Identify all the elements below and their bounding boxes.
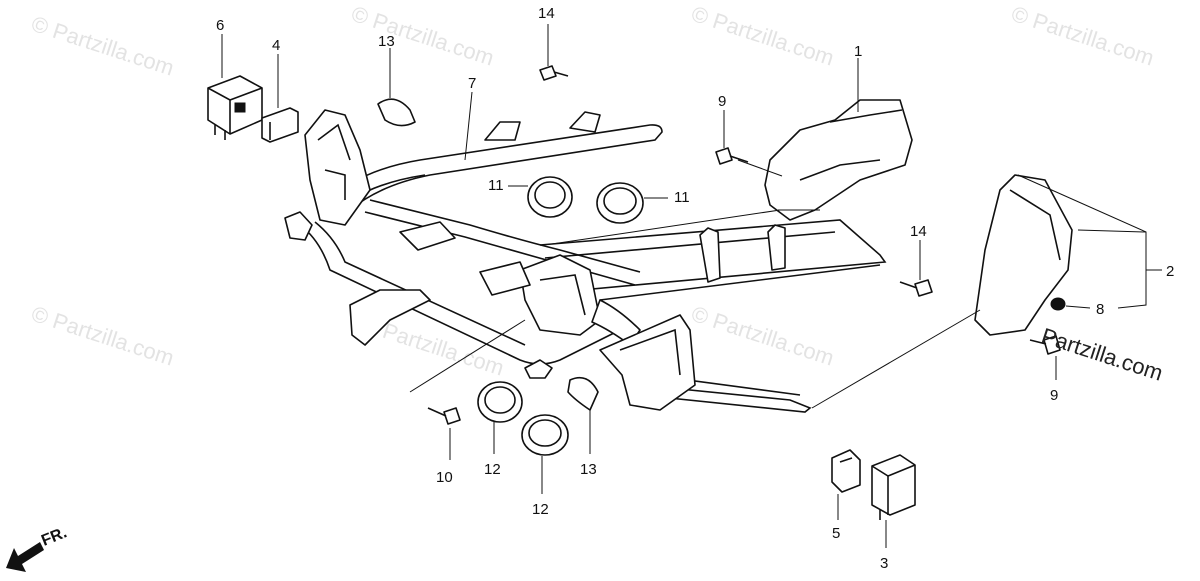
callout-label: 9 <box>718 93 726 110</box>
watermark: © Partzilla.com <box>688 301 837 371</box>
bolt-part-9-left <box>715 147 749 165</box>
callout-label: 8 <box>1096 301 1104 318</box>
relay-part-3 <box>871 454 916 520</box>
callout-label: 3 <box>880 555 888 572</box>
callout-label: 14 <box>538 5 555 22</box>
callout-label: 6 <box>216 17 224 34</box>
callout-label: 11 <box>674 189 690 206</box>
relay-part-6 <box>207 75 263 140</box>
callout-label: 12 <box>484 461 501 478</box>
clamp-part-11-right <box>596 182 644 224</box>
callout-label: 4 <box>272 37 280 54</box>
callout-label: 11 <box>488 177 504 194</box>
watermark: © Partzilla.com <box>28 11 177 81</box>
leader-lines <box>221 24 1162 548</box>
callout-label: 7 <box>468 75 476 92</box>
watermark: © Partzilla.com <box>688 1 837 71</box>
clip-part-13-lower <box>567 376 599 411</box>
brand-watermark: Partzilla.com <box>1038 323 1165 386</box>
clip-part-13-top <box>377 98 416 127</box>
callout-label: 5 <box>832 525 840 542</box>
clamp-part-12-upper <box>477 381 523 423</box>
callout-label: 14 <box>910 223 927 240</box>
callout-label: 13 <box>378 33 395 50</box>
front-arrow-icon <box>6 542 44 572</box>
clamp-part-11-left <box>527 176 573 218</box>
watermark: © Partzilla.com <box>1008 1 1157 71</box>
main-frame <box>284 109 887 413</box>
bolt-part-14-top <box>539 65 569 81</box>
clamp-part-12-lower <box>521 414 569 456</box>
callout-label: 12 <box>532 501 549 518</box>
callout-label: 13 <box>580 461 597 478</box>
watermark: © Partzilla.com <box>348 1 497 71</box>
callout-label: 9 <box>1050 387 1058 404</box>
cover-part-1 <box>764 99 913 221</box>
connector-part-4 <box>261 107 299 143</box>
watermark: © Partzilla.com <box>28 301 177 371</box>
grommet-part-8 <box>1050 297 1066 311</box>
callout-label: 10 <box>436 469 453 486</box>
callout-label: 1 <box>854 43 862 60</box>
front-direction-indicator: FR. <box>6 524 69 572</box>
bolt-part-10 <box>427 407 461 425</box>
cover-part-2 <box>974 174 1073 336</box>
bolt-part-9-right <box>1029 335 1061 355</box>
callout-layer: 6 4 13 14 7 1 9 11 11 14 2 8 9 10 12 12 … <box>216 5 1174 572</box>
callout-label: 2 <box>1166 263 1174 280</box>
front-label: FR. <box>39 524 69 549</box>
connector-part-5 <box>831 449 861 493</box>
bolt-part-14-right <box>899 279 933 297</box>
